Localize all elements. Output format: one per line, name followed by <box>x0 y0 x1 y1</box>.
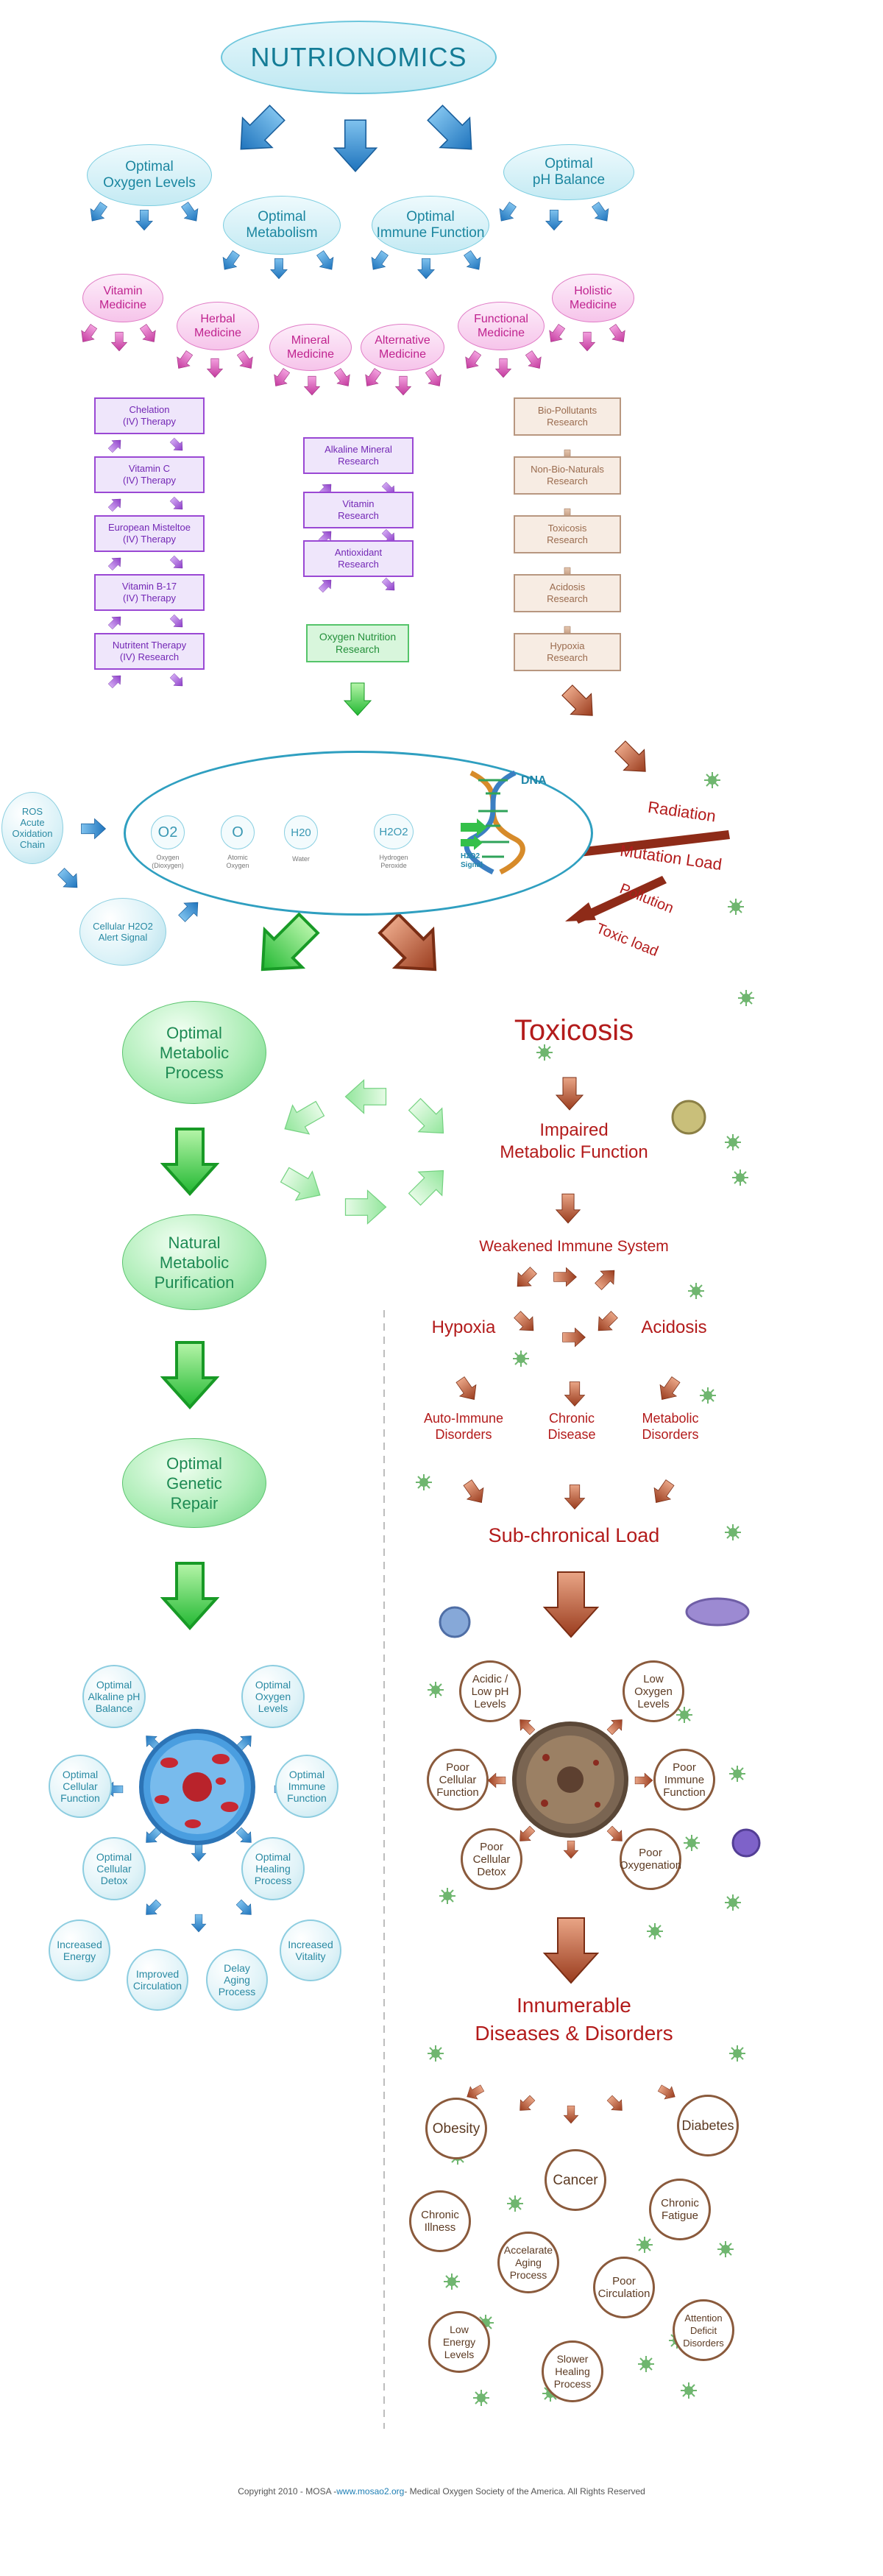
research-box: Non-Bio-Naturals Research <box>514 456 621 495</box>
disease-item: Chronic Illness <box>409 2190 471 2252</box>
footer-link[interactable]: www.mosao2.org <box>336 2486 405 2497</box>
disease-item: Slower Healing Process <box>542 2340 603 2402</box>
bad-cell-item: Low Oxygen Levels <box>623 1660 684 1722</box>
research-box: Antioxidant Research <box>303 540 414 577</box>
good-cell-item: Optimal Immune Function <box>275 1755 338 1818</box>
tier2-vitamin-medicine: Vitamin Medicine <box>82 274 163 322</box>
bad-cell-item: Acidic / Low pH Levels <box>459 1660 521 1722</box>
disease-item: Diabetes <box>677 2095 739 2156</box>
molecule-o: O <box>221 815 255 849</box>
disease-item: Attention Deficit Disorders <box>673 2299 734 2361</box>
good-cell-item: Optimal Cellular Detox <box>82 1837 146 1900</box>
innumerable-diseases-heading: Innumerable Diseases & Disorders <box>475 1994 673 2045</box>
research-box: Bio-Pollutants Research <box>514 397 621 436</box>
ros-oxidation-chain: ROS Acute Oxidation Chain <box>1 792 63 864</box>
disorder-chronic-disease: Chronic Disease <box>547 1411 596 1442</box>
acidosis-label: Acidosis <box>641 1317 707 1337</box>
molecule-h2o: H20 <box>284 815 318 849</box>
molecule-label: Water <box>292 854 310 863</box>
good-outcome-item: Increased Energy <box>49 1919 110 1981</box>
tier1-metabolism: Optimal Metabolism <box>223 196 341 255</box>
molecule-o2: O2 <box>151 815 185 849</box>
tier1-ph-balance: Optimal pH Balance <box>503 144 634 200</box>
molecule-cycle-ellipse <box>124 751 593 916</box>
tier2-functional-medicine: Functional Medicine <box>458 302 545 350</box>
good-cell-item: Optimal Cellular Function <box>49 1755 112 1818</box>
research-box: Toxicosis Research <box>514 515 621 553</box>
good-outcome-item: Delay Aging Process <box>206 1949 268 2011</box>
tier2-alternative-medicine: Alternative Medicine <box>361 324 444 371</box>
oxygen-nutrition-research: Oxygen Nutrition Research <box>306 624 409 662</box>
dna-helix-icon <box>461 770 525 875</box>
virus-decorations <box>439 1100 761 1858</box>
page-title: NUTRIONOMICS <box>221 21 497 94</box>
optimal-metabolic-process: Optimal Metabolic Process <box>122 1001 266 1104</box>
disease-item: Chronic Fatigue <box>649 2179 711 2240</box>
footer-copyright: Copyright 2010 - MOSA - <box>238 2486 337 2497</box>
good-cell-item: Optimal Healing Process <box>241 1837 305 1900</box>
bad-cell-item: Poor Oxygenation <box>620 1828 681 1890</box>
molecule-label: Hydrogen Peroxide <box>379 854 408 869</box>
research-box: Alkaline Mineral Research <box>303 437 414 474</box>
good-outcome-item: Improved Circulation <box>127 1949 188 2011</box>
research-box: Acidosis Research <box>514 574 621 612</box>
bad-cell-item: Poor Cellular Detox <box>461 1828 522 1890</box>
therapy-box: European Misteltoe (IV) Therapy <box>94 515 205 552</box>
therapy-box: Chelation (IV) Therapy <box>94 397 205 434</box>
disease-item: Low Energy Levels <box>428 2311 490 2373</box>
impaired-metabolic-function: Impaired Metabolic Function <box>500 1120 648 1162</box>
disease-item: Cancer <box>545 2149 606 2211</box>
tier2-holistic-medicine: Holistic Medicine <box>552 274 634 322</box>
molecule-label: Oxygen (Dioxygen) <box>152 854 184 869</box>
therapy-box: Vitamin C (IV) Therapy <box>94 456 205 493</box>
natural-metabolic-purification: Natural Metabolic Purification <box>122 1214 266 1310</box>
optimal-genetic-repair: Optimal Genetic Repair <box>122 1438 266 1528</box>
molecule-h2o2: H2O2 <box>374 814 414 849</box>
cellular-alert-signal: Cellular H2O2 Alert Signal <box>79 898 166 966</box>
tier2-mineral-medicine: Mineral Medicine <box>269 324 352 371</box>
disorder-metabolic: Metabolic Disorders <box>642 1411 699 1442</box>
good-cell-item: Optimal Oxygen Levels <box>241 1665 305 1728</box>
tier1-immune-function: Optimal Immune Function <box>372 196 489 255</box>
footer-rights: - Medical Oxygen Society of the America.… <box>404 2486 645 2497</box>
molecule-label: Atomic Oxygen <box>226 854 249 869</box>
disease-item: Poor Circulation <box>593 2257 655 2318</box>
hypoxia-label: Hypoxia <box>431 1317 496 1337</box>
research-box: Hypoxia Research <box>514 633 621 671</box>
tier2-herbal-medicine: Herbal Medicine <box>177 302 259 350</box>
weakened-immune-system: Weakened Immune System <box>479 1238 669 1255</box>
subchronical-load: Sub-chronical Load <box>488 1524 660 1546</box>
disorder-auto-immune: Auto-Immune Disorders <box>423 1411 504 1442</box>
disease-item: Obesity <box>425 2098 487 2159</box>
dna-label: DNA <box>521 774 547 787</box>
h2o2-signal-label: H2O2 Signal <box>461 852 483 869</box>
toxicosis-heading: Toxicosis <box>514 1013 634 1047</box>
therapy-box: Vitamin B-17 (IV) Therapy <box>94 574 205 611</box>
bad-cell-item: Poor Cellular Function <box>427 1749 489 1811</box>
tier1-oxygen-levels: Optimal Oxygen Levels <box>87 144 212 206</box>
research-box: Vitamin Research <box>303 492 414 528</box>
good-cell-item: Optimal Alkaline pH Balance <box>82 1665 146 1728</box>
bad-cell-item: Poor Immune Function <box>653 1749 715 1811</box>
disease-item: Accelarate Aging Process <box>497 2232 559 2293</box>
therapy-box: Nutritent Therapy (IV) Research <box>94 633 205 670</box>
footer: Copyright 2010 - MOSA - www.mosao2.org -… <box>147 2484 736 2499</box>
good-outcome-item: Increased Vitality <box>280 1919 341 1981</box>
